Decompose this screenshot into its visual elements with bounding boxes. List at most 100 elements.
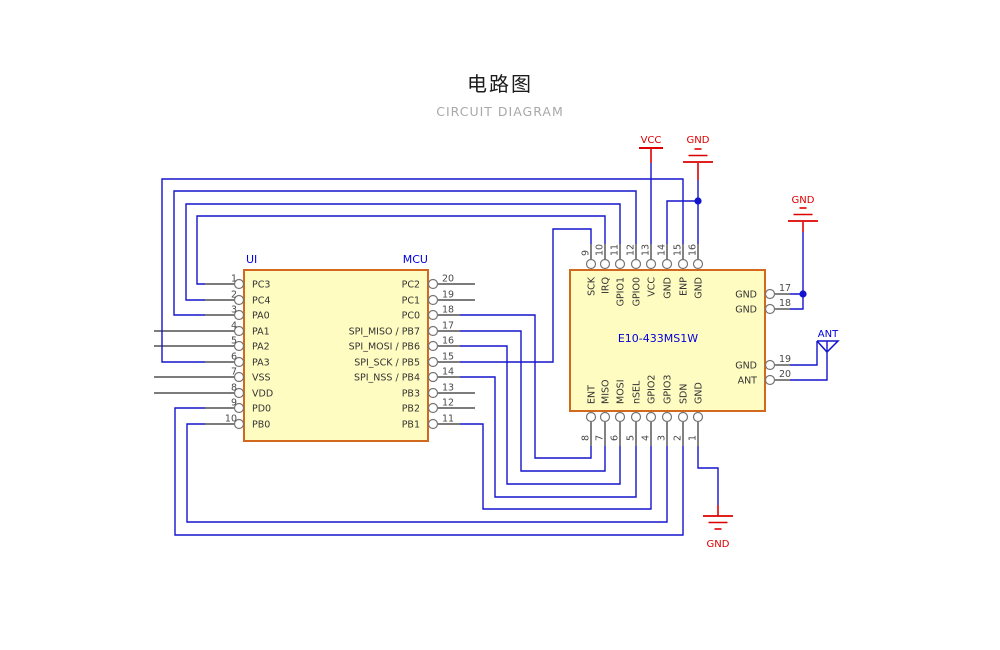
pin-number: 4 <box>641 435 652 441</box>
ground-symbol-top <box>683 148 713 163</box>
wire <box>174 407 684 536</box>
pin-circle <box>645 411 657 423</box>
pin-circle <box>427 356 439 368</box>
pin-circle <box>233 418 245 430</box>
pin-name: PC0 <box>402 311 420 322</box>
pin-name: GPIO0 <box>632 277 643 306</box>
pin-circle <box>764 288 776 300</box>
pin-number: 9 <box>581 250 592 256</box>
pin-number: 10 <box>225 414 237 425</box>
pin-circle <box>427 294 439 306</box>
pin-number: 18 <box>442 305 454 316</box>
pin-name: GND <box>735 361 757 372</box>
pin-circle <box>427 371 439 383</box>
pin-name: PA2 <box>252 342 270 353</box>
wire <box>460 314 592 459</box>
pin-number: 6 <box>610 435 621 441</box>
pin-number: 17 <box>442 321 454 332</box>
gnd-right-label: GND <box>792 195 815 206</box>
pin-number: 3 <box>657 435 668 441</box>
pin-number: 13 <box>641 244 652 256</box>
pin-name: GND <box>735 305 757 316</box>
pin-name: SPI_NSS / PB4 <box>354 373 420 384</box>
pin-circle <box>233 294 245 306</box>
pin-name: GPIO1 <box>616 277 627 306</box>
pin-circle <box>233 309 245 321</box>
pin-circle <box>692 411 704 423</box>
wire <box>666 200 698 244</box>
pin-number: 5 <box>231 336 237 347</box>
pin-number: 19 <box>779 354 791 365</box>
pin-number: 8 <box>581 435 592 441</box>
pin-circle <box>692 258 704 270</box>
wire <box>196 215 606 285</box>
mcu-chip-body <box>243 269 429 442</box>
pin-number: 10 <box>595 244 606 256</box>
wire <box>460 228 592 363</box>
gnd-bottom-label: GND <box>707 539 730 550</box>
pin-circle <box>427 340 439 352</box>
pin-number: 7 <box>595 435 606 441</box>
pin-name: SPI_MOSI / PB6 <box>349 342 420 353</box>
pin-circle <box>661 411 673 423</box>
pin-number: 19 <box>442 290 454 301</box>
pin-circle <box>427 325 439 337</box>
pin-circle <box>427 278 439 290</box>
pin-name: PB2 <box>402 404 420 415</box>
pin-circle <box>233 325 245 337</box>
pin-circle <box>630 258 642 270</box>
pin-name: GND <box>735 290 757 301</box>
page-subtitle: CIRCUIT DIAGRAM <box>436 104 564 119</box>
ground-symbol-bottom <box>703 515 733 530</box>
pin-number: 15 <box>673 244 684 256</box>
pin-number: 6 <box>231 352 237 363</box>
pin-name: ENP <box>679 277 690 296</box>
junction-dot <box>694 197 702 205</box>
pin-circle <box>764 303 776 315</box>
pin-name: GPIO3 <box>663 375 674 404</box>
pin-name: MISO <box>601 379 612 404</box>
pin-number: 4 <box>231 321 237 332</box>
pin-number: 11 <box>610 244 621 256</box>
ground-symbol-right <box>788 207 818 222</box>
wire <box>790 294 804 310</box>
pin-name: MOSI <box>616 379 627 404</box>
pin-circle <box>233 387 245 399</box>
pin-circle <box>661 258 673 270</box>
pin-name: GND <box>694 382 705 404</box>
pin-number: 1 <box>231 274 237 285</box>
pin-number: 15 <box>442 352 454 363</box>
pin-circle <box>233 340 245 352</box>
module-chip-body <box>569 269 766 412</box>
wire <box>460 330 606 472</box>
wire <box>185 203 621 301</box>
pin-circle <box>764 374 776 386</box>
pin-name: PC4 <box>252 296 270 307</box>
antenna-symbol <box>816 340 840 354</box>
pin-name: PB0 <box>252 420 270 431</box>
pin-number: 13 <box>442 383 454 394</box>
page-title: 电路图 <box>467 72 533 96</box>
pin-name: VDD <box>252 389 273 400</box>
pin-name: PB3 <box>402 389 420 400</box>
pin-name: PD0 <box>252 404 271 415</box>
vcc-label: VCC <box>641 135 662 146</box>
pin-number: 12 <box>442 398 454 409</box>
wire <box>790 341 818 366</box>
pin-circle <box>233 402 245 414</box>
pin-number: 14 <box>657 244 668 256</box>
pin-circle <box>599 411 611 423</box>
pin-circle <box>677 411 689 423</box>
wire <box>460 345 621 485</box>
pin-name: GND <box>663 277 674 299</box>
pin-number: 7 <box>231 367 237 378</box>
pin-circle <box>585 411 597 423</box>
pin-circle <box>614 258 626 270</box>
pin-name: PC2 <box>402 280 420 291</box>
pin-number: 18 <box>779 298 791 309</box>
pin-circle <box>614 411 626 423</box>
mcu-designator-left: UI <box>246 253 257 266</box>
pin-circle <box>427 402 439 414</box>
